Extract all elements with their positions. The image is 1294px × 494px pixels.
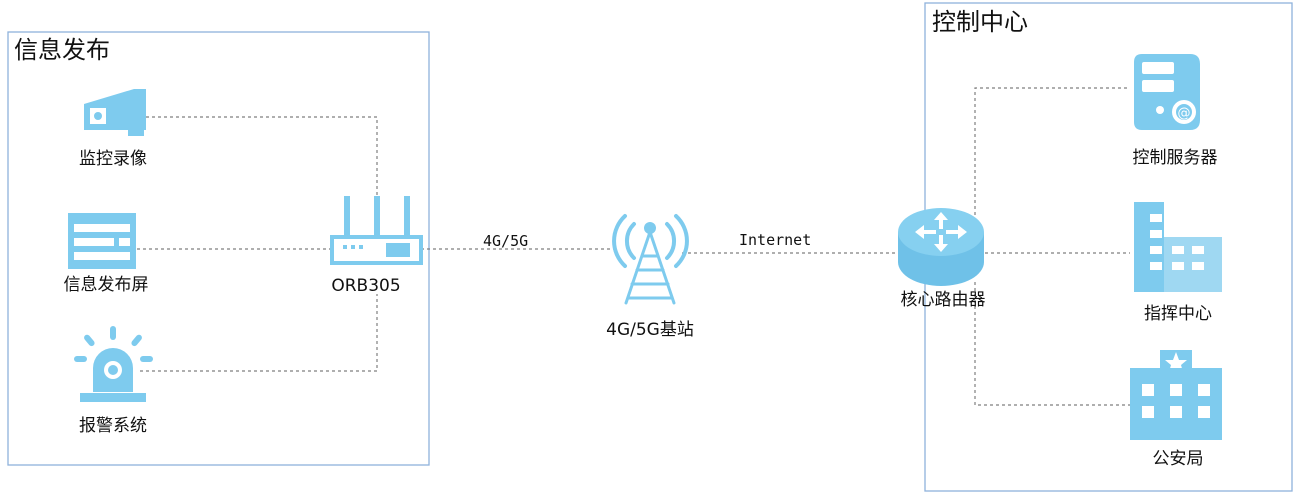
server-label: 控制服务器 [1133,148,1218,168]
command-label: 指挥中心 [1144,304,1212,324]
tower-label: 4G/5G基站 [606,320,694,340]
screen-label: 信息发布屏 [64,275,149,295]
link-core-server [974,87,1130,227]
router-label: ORB305 [331,276,400,296]
police-label: 公安局 [1153,449,1204,469]
camera-label: 监控录像 [79,149,147,169]
link-camera-router [140,116,378,205]
cctv-camera-icon [84,89,146,136]
core-router-icon [898,208,984,286]
alarm-label: 报警系统 [79,416,147,436]
link-label-4g5g: 4G/5G [483,232,528,250]
alarm-siren-icon [74,326,153,402]
control-group-title: 控制中心 [932,8,1028,36]
link-core-police [974,282,1130,406]
wireless-router-icon [330,196,423,265]
link-label-internet: Internet [739,231,811,249]
cell-tower-icon [612,214,689,305]
server-icon: @ [1134,54,1200,130]
links [137,87,1130,406]
police-station-icon [1130,350,1222,440]
display-screen-icon [68,213,136,269]
core-router-label: 核心路由器 [901,290,986,310]
publish-group-title: 信息发布 [14,36,110,64]
link-alarm-router [140,294,378,372]
office-building-icon [1134,202,1222,292]
svg-text:@: @ [1178,106,1191,121]
